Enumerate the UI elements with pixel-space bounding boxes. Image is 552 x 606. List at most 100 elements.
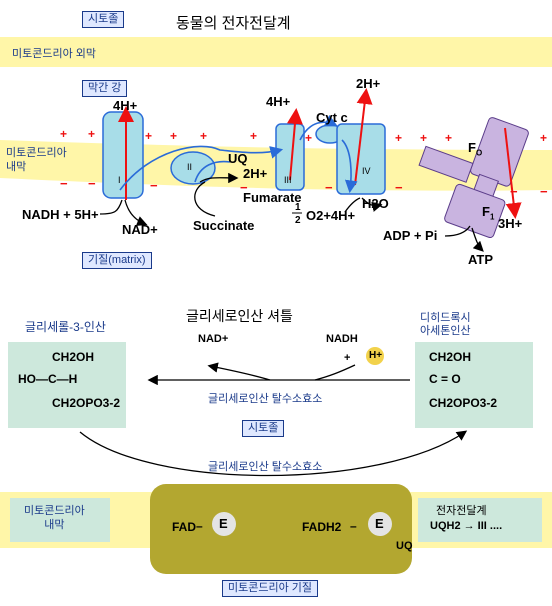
svg-text:−: −: [150, 178, 158, 193]
svg-text:+: +: [540, 131, 547, 145]
h4-label-b: 4H+: [266, 94, 291, 109]
f0-label: FO: [468, 140, 483, 158]
svg-text:+: +: [145, 129, 152, 143]
chain-box: 전자전달계 UQH2 → III ....: [418, 498, 542, 542]
svg-text:+: +: [395, 131, 402, 145]
nadh-arrow: [99, 199, 123, 215]
g3p-formula-line3: CH2OPO3-2: [52, 396, 121, 410]
svg-text:−: −: [395, 180, 403, 195]
nadh-label-bottom: NADH: [326, 333, 358, 345]
h-plus-label: H+: [369, 350, 383, 361]
dhap-formula-line2: C = O: [429, 372, 461, 386]
matrix-label-bottom: 미토콘드리아 기질: [222, 580, 319, 597]
svg-text:+: +: [420, 131, 427, 145]
h2-label-mid: 2H+: [243, 166, 268, 181]
complex-III-label: III: [284, 175, 292, 185]
svg-text:−: −: [88, 176, 96, 191]
intermembrane-label: 막간 강: [82, 80, 128, 97]
complex-II: [170, 151, 216, 185]
svg-text:+: +: [250, 129, 257, 143]
dhap-formula-line3: CH2OPO3-2: [429, 396, 498, 410]
inner-membrane-label-bottom: 미토콘드리아 내막: [24, 505, 85, 531]
svg-text:−: −: [540, 184, 548, 199]
atp-arrow: [471, 227, 484, 252]
uq-label-bottom: UQ: [396, 540, 413, 552]
complex-II-label: II: [187, 162, 193, 172]
enzyme-e-left: E: [212, 512, 236, 536]
fadh2-dash: –: [350, 519, 357, 533]
f1-label: F1: [482, 204, 495, 222]
svg-text:−: −: [240, 180, 248, 195]
atp-synthase: [418, 117, 529, 239]
electron-flow-4: [194, 160, 231, 183]
uq-label-top: UQ: [228, 151, 248, 166]
g3p-name: 글리세롤-3-인산: [25, 320, 106, 334]
chain-formula: UQH2 → III ....: [430, 520, 503, 532]
svg-text:−: −: [510, 184, 518, 199]
succinate-arrow: [194, 181, 216, 217]
enzyme-label-top: 글리세로인산 탈수소효소: [208, 393, 323, 405]
water-label: H2O: [362, 196, 389, 211]
enzyme-label-bottom: 글리세로인산 탈수소효소: [208, 461, 323, 473]
nad-label-top: NAD+: [122, 222, 158, 237]
shuttle-title: 글리세로인산 셔틀: [186, 308, 293, 324]
fad-label: FAD: [172, 520, 196, 534]
complex-I-label: I: [118, 175, 121, 185]
enzyme-e-right-label: E: [375, 516, 384, 531]
proton-arrow-III: [286, 108, 303, 181]
svg-text:1: 1: [295, 202, 301, 213]
atp-label: ATP: [468, 252, 494, 267]
svg-text:+: +: [305, 131, 312, 145]
h4-label-a: 4H+: [113, 98, 138, 113]
water-arrow: [361, 197, 383, 212]
adp-label: ADP + Pi: [383, 228, 438, 243]
fadh2-label: FADH2: [302, 520, 342, 534]
nad-arrow: [124, 199, 148, 226]
h3-label: 3H+: [498, 216, 523, 231]
etc-diagram: +++ +++ +++ +++ + −−− −−− −− 1 2: [0, 88, 552, 252]
svg-text:2: 2: [295, 215, 301, 226]
chain-label: 전자전달계: [436, 505, 487, 517]
inner-membrane-box: 미토콘드리아 내막: [10, 498, 110, 542]
proton-arrow-atp: [504, 127, 522, 219]
oxygen-label: O2+4H+: [306, 208, 356, 223]
dhap-formula-line1: CH2OH: [429, 350, 472, 364]
g3p-box: CH2OH HO—C—H CH2OPO3-2: [8, 342, 126, 428]
oxygen-arrow: [344, 197, 361, 213]
svg-text:+: +: [200, 129, 207, 143]
inner-membrane-label-top: 미토콘드리아 내막: [6, 147, 67, 173]
outer-membrane-label: 미토콘드리아 외막: [12, 48, 97, 60]
fumarate-label: Fumarate: [243, 190, 302, 205]
svg-text:−: −: [325, 180, 333, 195]
complex-IV-label: IV: [362, 166, 371, 176]
dhap-name: 디히드록시 아세톤인산: [420, 312, 471, 337]
svg-text:+: +: [88, 127, 95, 141]
dhap-box: CH2OH C = O CH2OPO3-2: [415, 342, 533, 428]
outer-membrane-band: [0, 37, 552, 67]
complex-IV: [336, 123, 386, 195]
cyt-c-label: Cyt c: [316, 110, 348, 125]
plus-sign: +: [344, 352, 351, 364]
nadh-label: NADH + 5H+: [22, 207, 99, 222]
electron-flow-1: [119, 145, 284, 191]
g3p-formula-line1: CH2OH: [52, 350, 95, 364]
cytosol-label-top: 시토졸: [82, 11, 125, 28]
diagram-title-top: 동물의 전자전달계: [176, 15, 291, 32]
enzyme-e-left-label: E: [219, 516, 228, 531]
g3p-formula-line2: HO—C—H: [18, 372, 78, 386]
enzyme-e-right: E: [368, 512, 392, 536]
svg-text:+: +: [445, 131, 452, 145]
fad-dash: –: [196, 519, 203, 533]
cytosol-label-bottom: 시토졸: [242, 420, 285, 437]
fumarate-arrow: [199, 172, 239, 184]
nad-label-bottom: NAD+: [198, 333, 229, 345]
svg-text:+: +: [60, 127, 67, 141]
electron-flow-3: [341, 139, 358, 194]
h2-label-top: 2H+: [356, 76, 381, 91]
matrix-label-top: 기질(matrix): [82, 252, 152, 269]
svg-text:+: +: [170, 129, 177, 143]
adp-arrow: [444, 225, 471, 237]
minus-signs: −−− −−− −−: [60, 176, 548, 199]
electron-flow-2: [299, 114, 338, 141]
proton-arrow-IV: [354, 88, 373, 186]
